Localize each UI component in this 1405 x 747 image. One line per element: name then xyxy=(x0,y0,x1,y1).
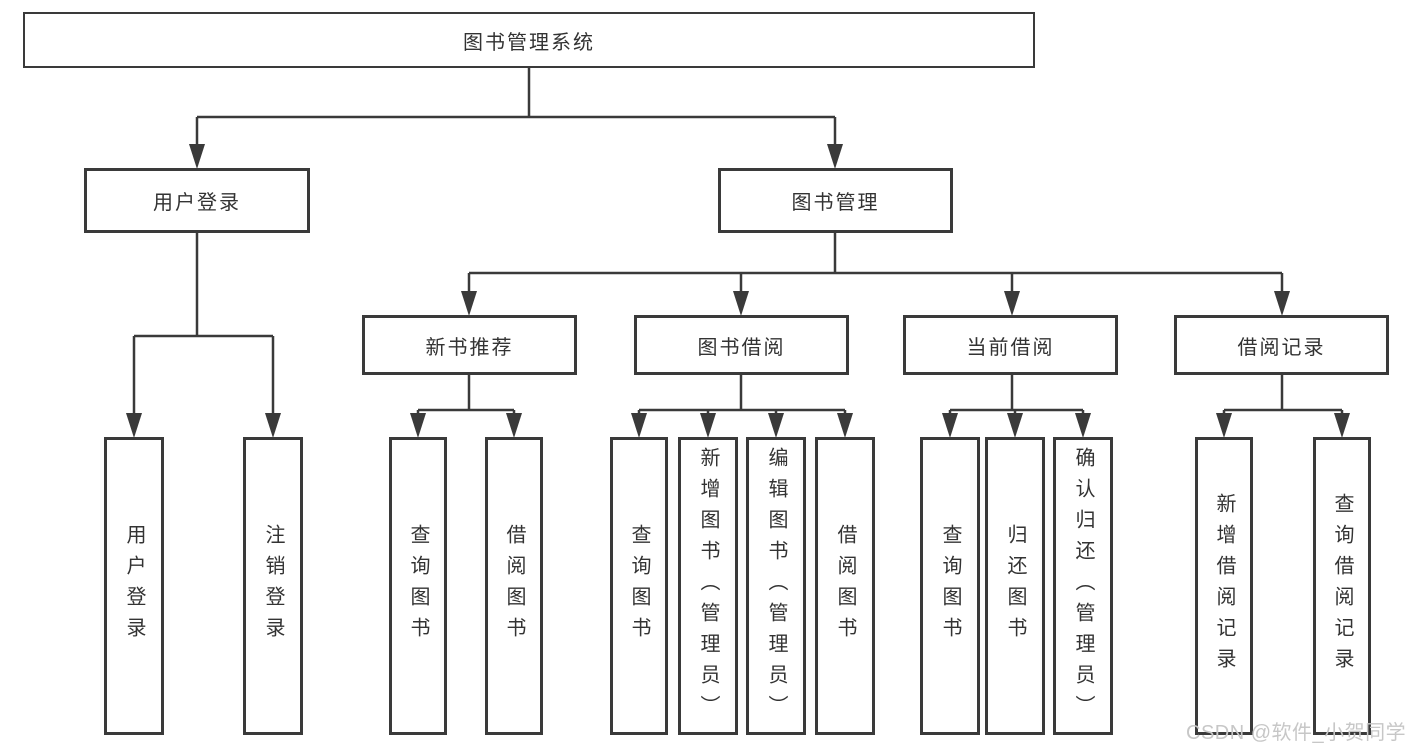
leaf-query-books-current: 查询图书 xyxy=(920,437,980,735)
leaf-user-login: 用户登录 xyxy=(104,437,164,735)
arrowhead-icon xyxy=(1004,291,1020,316)
connector-user-login-subtree xyxy=(126,233,281,438)
node-label: 图书管理系统 xyxy=(463,31,595,54)
leaf-logout: 注销登录 xyxy=(243,437,303,735)
node-label: 编辑图书（管理员） xyxy=(765,446,787,726)
connector-book-borrow-subtree xyxy=(631,375,853,438)
arrowhead-icon xyxy=(733,291,749,316)
leaf-add-borrow-record: 新增借阅记录 xyxy=(1195,437,1253,735)
connector-line xyxy=(132,233,275,427)
arrowhead-icon xyxy=(1274,291,1290,316)
connector-borrow-records-subtree xyxy=(1216,375,1350,438)
connector-line xyxy=(467,233,1284,305)
connector-root-to-level2 xyxy=(189,68,843,169)
connector-line xyxy=(416,375,516,427)
node-new-book-recommendation: 新书推荐 xyxy=(362,315,577,375)
arrowhead-icon xyxy=(1075,413,1091,438)
node-library-system: 图书管理系统 xyxy=(23,12,1035,68)
connector-new-book-subtree xyxy=(410,375,522,438)
node-label: 借阅图书 xyxy=(503,524,525,648)
node-label: 新增借阅记录 xyxy=(1213,493,1235,679)
arrowhead-icon xyxy=(827,144,843,169)
arrowhead-icon xyxy=(461,291,477,316)
leaf-return-books: 归还图书 xyxy=(985,437,1045,735)
leaf-query-books-borrow: 查询图书 xyxy=(610,437,668,735)
arrowhead-icon xyxy=(1334,413,1350,438)
arrowhead-icon xyxy=(126,413,142,438)
node-label: 查询图书 xyxy=(407,524,429,648)
node-label: 查询借阅记录 xyxy=(1331,493,1353,679)
node-label: 用户登录 xyxy=(153,192,241,214)
connector-line xyxy=(637,375,847,427)
connector-line xyxy=(195,68,837,158)
arrowhead-icon xyxy=(265,413,281,438)
arrowhead-icon xyxy=(189,144,205,169)
node-current-borrowing: 当前借阅 xyxy=(903,315,1118,375)
node-book-management: 图书管理 xyxy=(718,168,953,233)
arrowhead-icon xyxy=(768,413,784,438)
node-user-login: 用户登录 xyxy=(84,168,310,233)
connector-line xyxy=(1222,375,1344,427)
node-label: 借阅图书 xyxy=(834,524,856,648)
arrowhead-icon xyxy=(1007,413,1023,438)
leaf-borrow-books-recommend: 借阅图书 xyxy=(485,437,543,735)
node-label: 确认归还（管理员） xyxy=(1072,446,1094,726)
node-book-borrowing: 图书借阅 xyxy=(634,315,849,375)
node-label: 新增图书（管理员） xyxy=(697,446,719,726)
arrowhead-icon xyxy=(631,413,647,438)
leaf-query-books-recommend: 查询图书 xyxy=(389,437,447,735)
leaf-add-books-admin: 新增图书（管理员） xyxy=(678,437,738,735)
node-label: 图书管理 xyxy=(791,192,880,214)
leaf-confirm-return-admin: 确认归还（管理员） xyxy=(1053,437,1113,735)
arrowhead-icon xyxy=(700,413,716,438)
node-label: 注销登录 xyxy=(262,524,284,648)
node-label: 借阅记录 xyxy=(1237,336,1326,359)
node-label: 图书借阅 xyxy=(697,336,786,359)
watermark-text: CSDN @软件_小贺同学 xyxy=(1186,722,1405,744)
arrowhead-icon xyxy=(837,413,853,438)
leaf-query-borrow-record: 查询借阅记录 xyxy=(1313,437,1371,735)
node-label: 用户登录 xyxy=(123,524,145,648)
connector-book-mgmt-to-level3 xyxy=(461,233,1290,316)
node-label: 查询图书 xyxy=(628,524,650,648)
node-label: 新书推荐 xyxy=(425,336,514,359)
node-label: 查询图书 xyxy=(939,524,961,648)
connector-current-borrow-subtree xyxy=(942,375,1091,438)
node-label: 归还图书 xyxy=(1004,524,1026,648)
leaf-edit-books-admin: 编辑图书（管理员） xyxy=(746,437,806,735)
arrowhead-icon xyxy=(410,413,426,438)
arrowhead-icon xyxy=(1216,413,1232,438)
node-label: 当前借阅 xyxy=(966,336,1055,359)
arrowhead-icon xyxy=(506,413,522,438)
node-borrowing-records: 借阅记录 xyxy=(1174,315,1389,375)
leaf-borrow-books: 借阅图书 xyxy=(815,437,875,735)
arrowhead-icon xyxy=(942,413,958,438)
